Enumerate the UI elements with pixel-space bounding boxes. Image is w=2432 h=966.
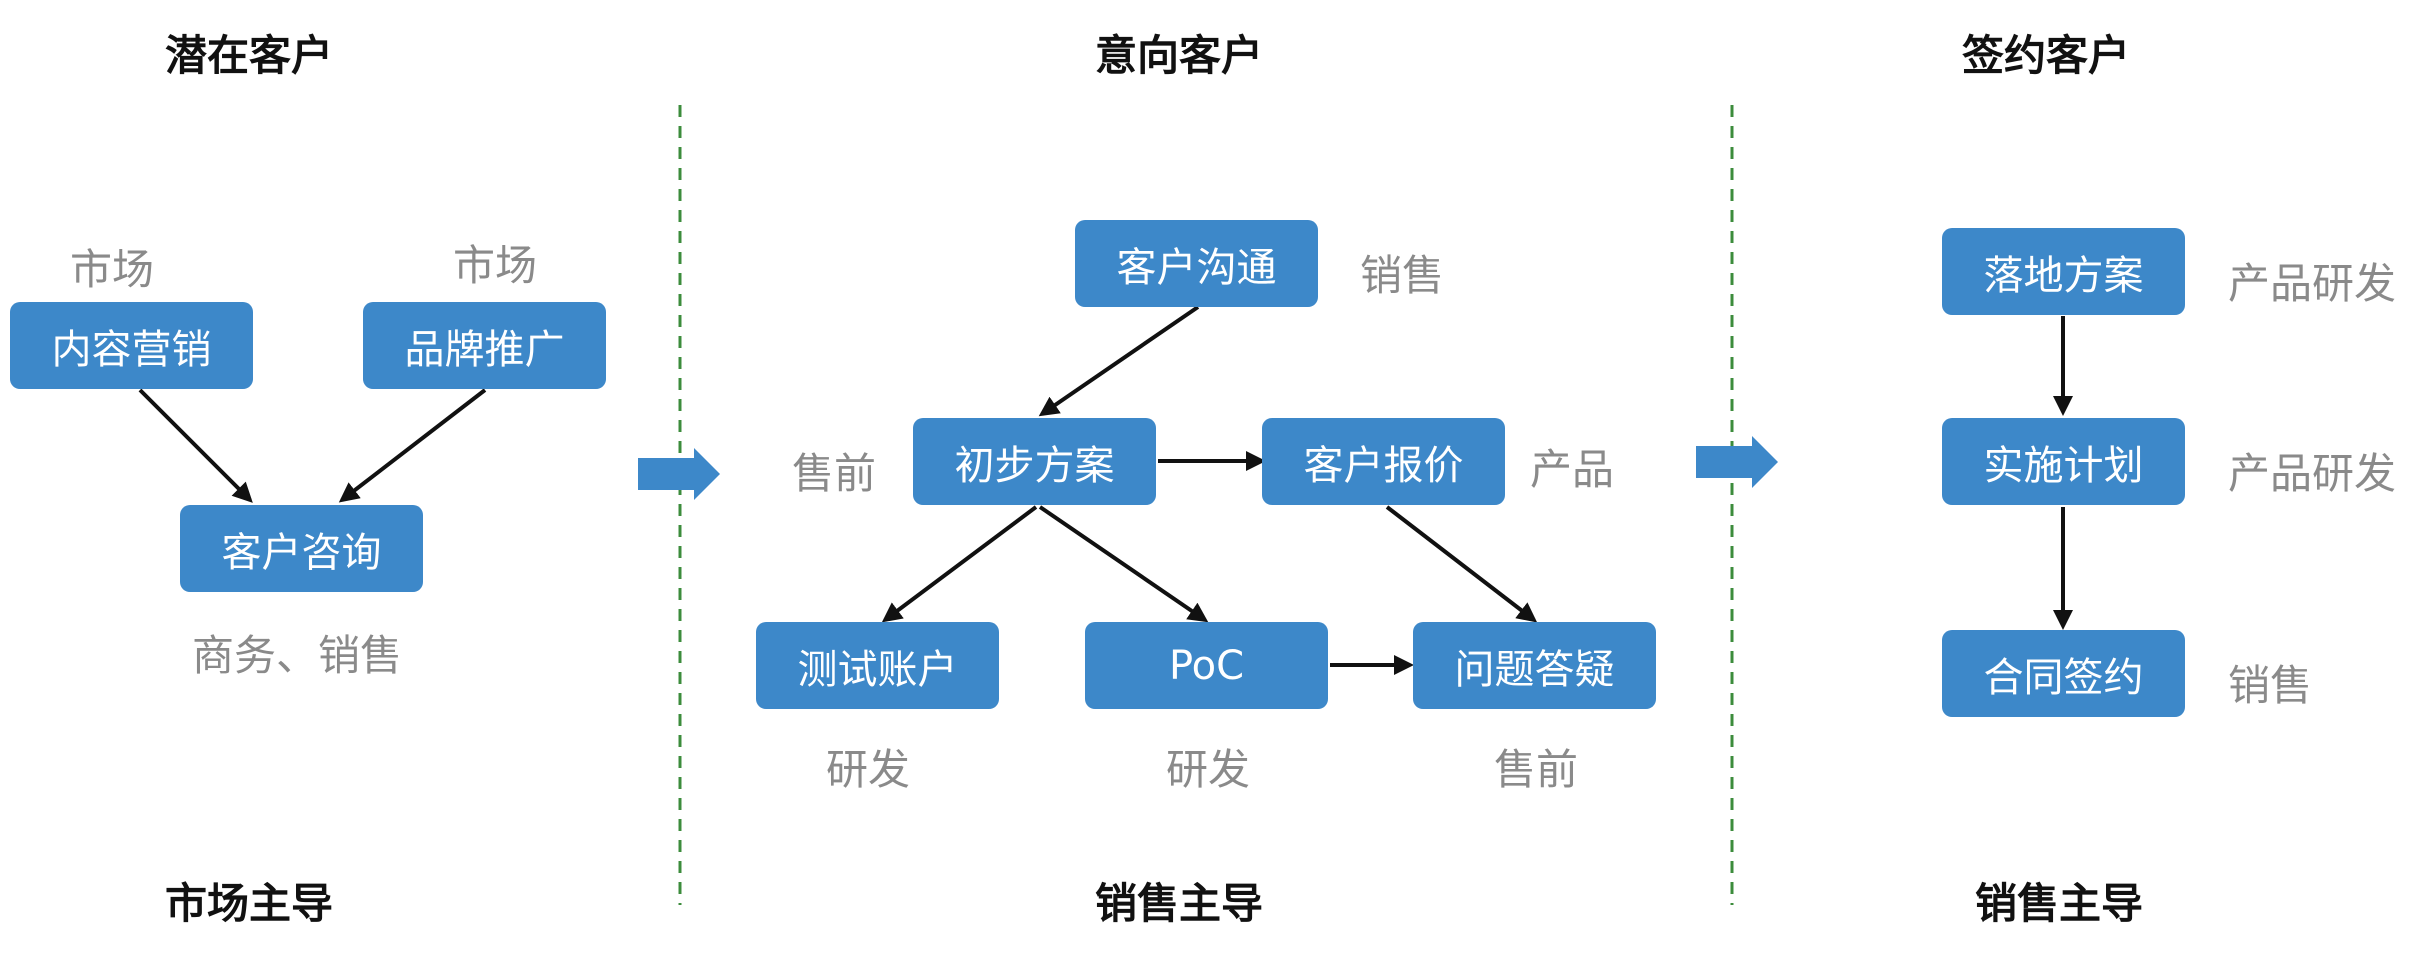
node-execution-plan: 实施计划 xyxy=(1942,418,2185,505)
node-poc: PoC xyxy=(1085,622,1328,709)
role-label-qa: 售前 xyxy=(1494,745,1579,794)
node-implementation-plan: 落地方案 xyxy=(1942,228,2185,315)
stage-title-signed-customers: 签约客户 xyxy=(1962,31,2131,80)
node-customer-inquiry: 客户咨询 xyxy=(180,505,423,592)
role-label-brand-promotion: 市场 xyxy=(453,241,538,290)
lead-label-sales-led-right: 销售主导 xyxy=(1975,879,2144,928)
node-content-marketing: 内容营销 xyxy=(10,302,253,389)
role-label-implementation-plan: 产品研发 xyxy=(2228,259,2397,308)
arrow-quote-to-qa xyxy=(1385,505,1538,623)
role-label-customer-quote: 产品 xyxy=(1530,445,1615,494)
arrow-content-marketing-to-inquiry xyxy=(138,388,253,503)
arrow-brand-promotion-to-inquiry xyxy=(338,388,487,503)
arrow-communication-to-preliminary-plan xyxy=(1038,305,1200,417)
node-contract-signing: 合同签约 xyxy=(1942,630,2185,717)
lead-label-market-led: 市场主导 xyxy=(165,879,334,928)
lead-label-sales-led-middle: 销售主导 xyxy=(1095,879,1264,928)
stage-title-potential-customers: 潜在客户 xyxy=(165,31,334,80)
stage-transition-arrow-2 xyxy=(1696,436,1778,488)
node-customer-quote: 客户报价 xyxy=(1262,418,1505,505)
role-label-preliminary-plan: 售前 xyxy=(792,449,877,498)
node-test-account: 测试账户 xyxy=(756,622,999,709)
stage-transition-arrow-1 xyxy=(638,448,720,500)
arrow-preliminary-plan-to-test-account xyxy=(881,505,1038,623)
node-customer-communication: 客户沟通 xyxy=(1075,220,1318,307)
role-label-poc: 研发 xyxy=(1166,745,1251,794)
role-label-test-account: 研发 xyxy=(826,745,911,794)
role-label-execution-plan: 产品研发 xyxy=(2228,449,2397,498)
role-label-customer-inquiry: 商务、销售 xyxy=(192,631,403,680)
node-preliminary-plan: 初步方案 xyxy=(913,418,1156,505)
stage-title-intent-customers: 意向客户 xyxy=(1095,31,1264,80)
role-label-customer-communication: 销售 xyxy=(1360,251,1445,300)
arrow-preliminary-plan-to-poc xyxy=(1038,505,1209,623)
role-label-contract-signing: 销售 xyxy=(2228,661,2313,710)
node-qa: 问题答疑 xyxy=(1413,622,1656,709)
node-brand-promotion: 品牌推广 xyxy=(363,302,606,389)
role-label-content-marketing: 市场 xyxy=(70,245,155,294)
